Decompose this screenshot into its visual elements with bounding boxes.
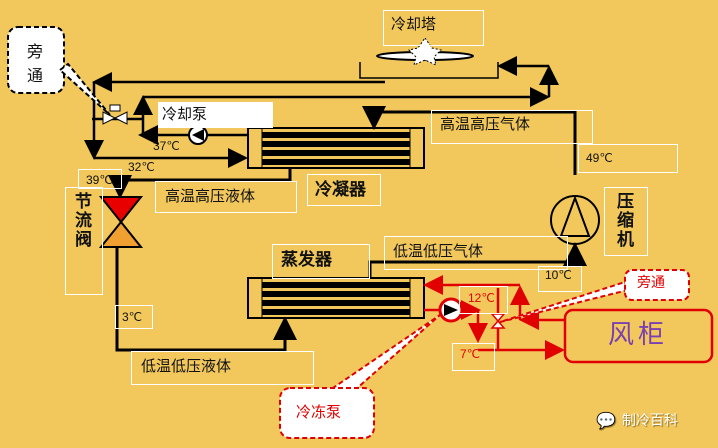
callout-chilled-pump — [279, 314, 441, 439]
state-ltlp-liquid: 低温低压液体 — [141, 357, 232, 375]
state-box — [155, 181, 297, 213]
callout-bypass-right — [499, 269, 690, 323]
throttle-box — [65, 187, 103, 295]
state-ltlp-gas: 低温低压气体 — [393, 242, 484, 260]
fan-coil-box — [563, 308, 714, 364]
temp-box — [459, 286, 508, 314]
throttle-valve-label: 节流阀 — [71, 192, 91, 249]
bypass-valve-right-icon — [490, 313, 506, 329]
state-box — [431, 110, 593, 144]
chilled-water-pipes — [423, 275, 568, 360]
state-box — [384, 236, 568, 270]
temp-box — [538, 266, 582, 292]
callout-bypass-left — [7, 26, 111, 116]
temp-cooling-supply: 32℃ — [128, 160, 155, 174]
chilled-pump-icon — [438, 297, 464, 323]
evaporator-box — [272, 244, 370, 279]
temp-box — [115, 305, 153, 329]
condenser-box — [307, 174, 381, 206]
cooling-tower-label: 冷却塔 — [391, 15, 437, 33]
temp-evap-in: 3℃ — [122, 310, 143, 324]
temp-chilled-return: 12℃ — [468, 291, 495, 305]
evaporator-label: 蒸发器 — [281, 250, 332, 270]
evaporator-icon — [247, 277, 425, 319]
condenser-icon — [247, 127, 425, 169]
cooling-tower-box — [383, 10, 484, 46]
temp-box — [452, 343, 495, 371]
compressor-label: 压缩机 — [613, 192, 633, 249]
throttle-valve-icon — [98, 196, 144, 248]
temp-box — [78, 169, 122, 189]
state-box — [131, 351, 314, 385]
watermark: 💬 制冷百科 — [596, 410, 678, 430]
temp-condenser-out: 39℃ — [86, 173, 113, 187]
fan-coil-label: 风柜 — [608, 320, 669, 350]
bypass-valve-icon — [102, 104, 128, 125]
temp-discharge: 49℃ — [586, 151, 613, 165]
refrigerant-pipes — [108, 106, 587, 352]
bypass-right-label: 旁通 — [637, 275, 665, 291]
bypass-left-label: 旁通 — [27, 42, 44, 85]
state-hthp-liquid: 高温高压液体 — [165, 187, 256, 205]
watermark-text: 制冷百科 — [621, 413, 678, 429]
cooling-pump-icon — [188, 125, 208, 145]
chilled-pump-label: 冷冻泵 — [296, 403, 342, 421]
wechat-icon: 💬 — [596, 410, 616, 430]
compressor-icon — [550, 195, 600, 245]
temp-cooling-return: 37℃ — [153, 139, 180, 153]
condenser-label: 冷凝器 — [315, 180, 366, 200]
temp-suction: 10℃ — [545, 268, 572, 282]
state-hthp-gas: 高温高压气体 — [440, 115, 531, 133]
temp-chilled-supply: 7℃ — [460, 347, 481, 361]
temp-box — [578, 144, 678, 173]
compressor-box — [604, 187, 648, 256]
cooling-pump-label: 冷却泵 — [158, 102, 273, 128]
